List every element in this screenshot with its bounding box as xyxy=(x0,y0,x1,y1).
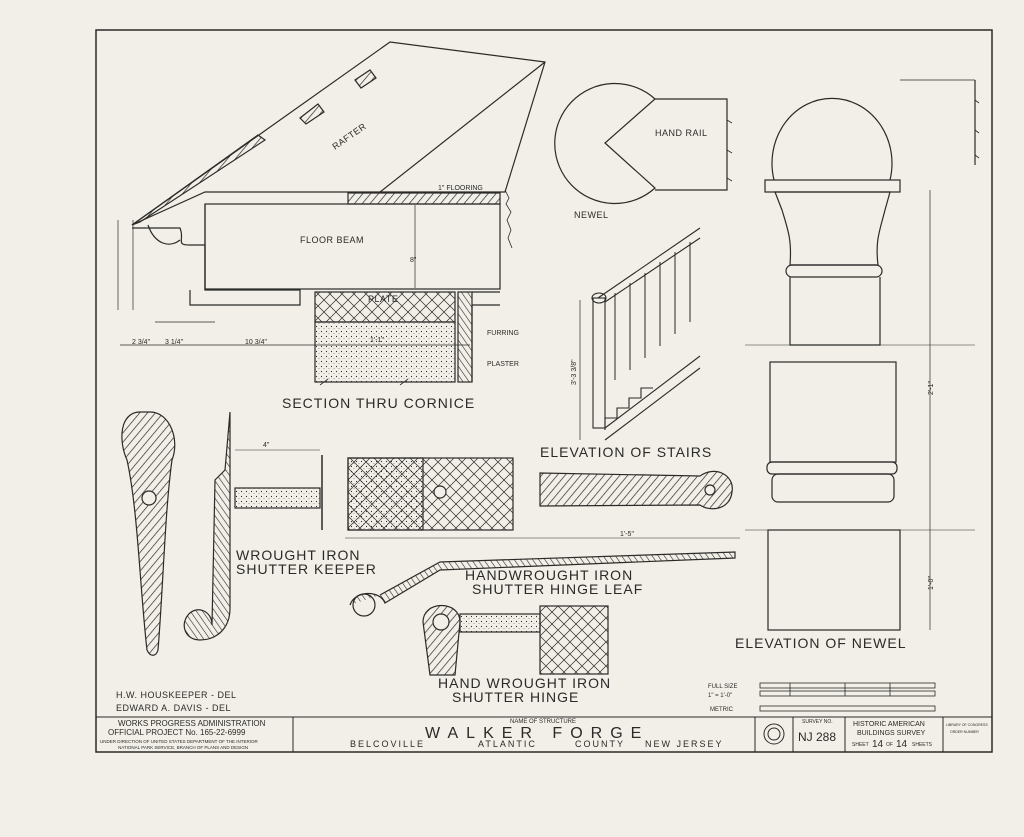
keeper-title-1: WROUGHT IRON xyxy=(236,547,361,563)
hinge-leaf-drawing xyxy=(345,457,740,617)
tb-of-label: OF xyxy=(886,742,893,748)
tb-habs2: BUILDINGS SURVEY xyxy=(857,730,926,737)
delineator-1: H.W. HOUSKEEPER - DEL xyxy=(116,690,237,700)
stairs-elevation-drawing xyxy=(579,227,701,441)
tb-survey-label: SURVEY NO. xyxy=(802,719,833,725)
tb-name-of-structure: NAME OF STRUCTURE xyxy=(510,719,576,725)
newel-elevation-title: ELEVATION OF NEWEL xyxy=(735,635,907,651)
tb-loc-label2: ORDER NUMBER xyxy=(950,730,979,734)
tb-sheet-num: 14 xyxy=(872,739,884,750)
dim-2-3-4: 2 3/4" xyxy=(132,339,151,346)
hinge-title-2: SHUTTER HINGE xyxy=(452,689,579,705)
delineator-2: EDWARD A. DAVIS - DEL xyxy=(116,703,231,713)
dim-3-1-4: 3 1/4" xyxy=(165,339,184,346)
tb-loc-county1: ATLANTIC xyxy=(478,739,537,749)
furring-label: FURRING xyxy=(487,330,519,337)
dim-10-3-4: 10 3/4" xyxy=(245,339,267,346)
tb-wpa: WORKS PROGRESS ADMINISTRATION xyxy=(118,719,266,728)
dim-1-5: 1'-5" xyxy=(620,531,634,538)
tb-structure-name: WALKER FORGE xyxy=(425,725,649,742)
tb-survey-no: NJ 288 xyxy=(798,730,836,744)
title-block xyxy=(95,716,993,753)
shutter-keeper-drawing xyxy=(121,411,323,656)
floor-beam-label: FLOOR BEAM xyxy=(300,235,364,245)
newel-plan-drawing xyxy=(554,82,733,205)
leaf-title-2: SHUTTER HINGE LEAF xyxy=(472,581,643,597)
dim-4: 4" xyxy=(263,442,270,449)
tb-loc-state: NEW JERSEY xyxy=(645,739,724,749)
tb-habs1: HISTORIC AMERICAN xyxy=(853,721,925,728)
tb-sheet-total: 14 xyxy=(896,739,908,750)
tb-sheets-label: SHEETS xyxy=(912,742,933,748)
dim-8: 8" xyxy=(410,257,417,264)
newel-label: NEWEL xyxy=(574,210,609,220)
leaf-title-1: HANDWROUGHT IRON xyxy=(465,567,633,583)
tb-loc-town: BELCOVILLE xyxy=(350,739,425,749)
hinge-title-1: HAND WROUGHT IRON xyxy=(438,675,611,691)
flooring-label: 1" FLOORING xyxy=(438,185,483,192)
tb-loc-county2: COUNTY xyxy=(575,739,625,749)
plaster-label: PLASTER xyxy=(487,361,519,368)
dim-1-0: 1'-0" xyxy=(928,576,935,590)
graphic-scale xyxy=(759,682,936,712)
dim-1-1: 1'-1" xyxy=(370,337,384,344)
tb-project: OFFICIAL PROJECT No. 165-22-6999 xyxy=(108,728,246,737)
tb-under1: UNDER DIRECTION OF UNITED STATES DEPARTM… xyxy=(100,739,259,744)
scale-ft: 1" = 1'-0" xyxy=(708,693,732,699)
hand-rail-label: HAND RAIL xyxy=(655,128,708,138)
newel-elevation-drawing xyxy=(745,79,980,631)
cornice-title: SECTION THRU CORNICE xyxy=(282,395,475,411)
keeper-title-2: SHUTTER KEEPER xyxy=(236,561,377,577)
shutter-hinge-drawing xyxy=(422,605,609,676)
tb-loc-label1: LIBRARY OF CONGRESS xyxy=(946,723,988,727)
dim-3-3-3-8: 3'-3 3/8" xyxy=(571,359,578,385)
cornice-section-drawing xyxy=(117,41,546,386)
stairs-title: ELEVATION OF STAIRS xyxy=(540,444,712,460)
scale-metric: METRIC xyxy=(710,707,734,713)
tb-sheet-label: SHEET xyxy=(852,742,869,748)
plate-label: PLATE xyxy=(368,294,398,304)
dim-2-1: 2'-1" xyxy=(928,381,935,395)
scale-full-size: FULL SIZE xyxy=(708,684,737,690)
tb-under2: NATIONAL PARK SERVICE, BRANCH OF PLANS A… xyxy=(118,745,248,750)
